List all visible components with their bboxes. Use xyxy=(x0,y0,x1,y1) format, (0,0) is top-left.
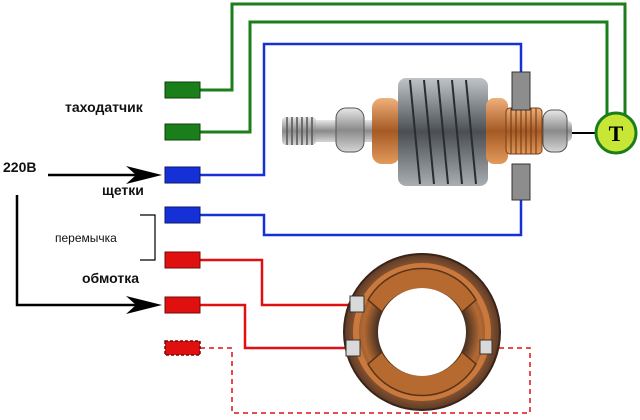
brush-wire-top xyxy=(200,42,523,177)
tacho-generator-icon xyxy=(594,111,638,155)
winding-wire-1 xyxy=(200,258,360,307)
tacho-terminal-1 xyxy=(164,81,201,99)
brush-wire-bottom xyxy=(200,200,523,237)
rotor-armature xyxy=(282,78,572,186)
arrowhead-bottom-icon xyxy=(126,296,162,314)
tacho-wire-2 xyxy=(200,20,609,134)
winding-terminal-1 xyxy=(164,251,201,269)
jumper-label: перемычка xyxy=(55,231,117,245)
winding-terminal-3-dashed xyxy=(164,340,201,356)
brush-bottom xyxy=(511,163,531,201)
brushes-label: щетки xyxy=(102,182,144,198)
voltage-label: 220В xyxy=(3,159,36,175)
tacho-wire-1 xyxy=(200,2,627,118)
voltage-arrow-bottom xyxy=(15,195,140,307)
winding-wire-2 xyxy=(200,303,355,350)
bearing-right xyxy=(542,109,568,153)
brush-top xyxy=(511,71,531,111)
bearing-left xyxy=(335,107,365,153)
arrowhead-top-icon xyxy=(126,166,162,184)
winding-terminal-2 xyxy=(164,296,201,314)
tacho-label: таходатчик xyxy=(65,99,144,115)
winding-label: обмотка xyxy=(82,270,139,286)
tacho-symbol: T xyxy=(609,121,624,146)
jumper-bracket xyxy=(140,214,156,261)
brush-terminal-1 xyxy=(164,166,201,184)
brush-terminal-2 xyxy=(164,206,201,224)
threaded-shaft-end xyxy=(282,117,316,145)
winding-wire-dashed xyxy=(200,347,531,414)
tacho-terminal-2 xyxy=(164,123,201,141)
stator xyxy=(343,253,501,411)
